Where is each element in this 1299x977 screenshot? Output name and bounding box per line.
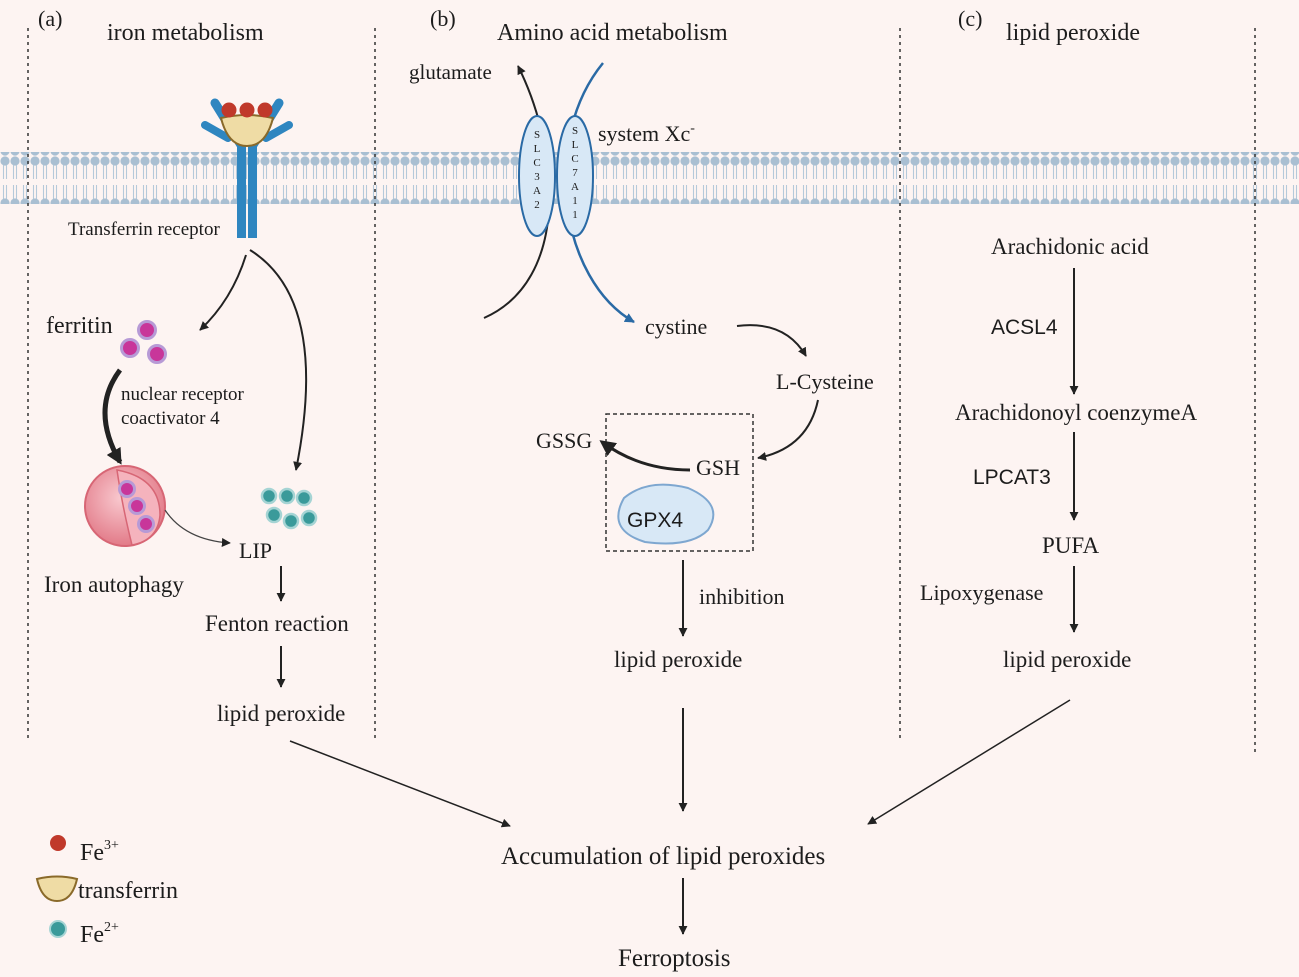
svg-text:2: 2 [534,199,540,211]
labile-iron-pool-icon [260,487,318,530]
gsh-label: GSH [696,455,740,480]
cystine-label: cystine [645,314,707,339]
lipoxygenase-label: Lipoxygenase [920,580,1043,605]
l-cysteine-label: L-Cysteine [776,369,874,394]
arachidonic-acid-label: Arachidonic acid [991,234,1149,259]
svg-text:3: 3 [534,171,540,183]
panel-dividers [27,28,1256,755]
inhibition-label: inhibition [699,584,785,609]
arachidonoyl-coa-label: Arachidonoyl coenzymeA [955,400,1197,425]
lip-label: LIP [239,538,272,563]
fe3-legend-icon [50,835,66,851]
arrow-iron-to-accumulation [289,740,511,828]
lipid-c-lipid-peroxide-label: lipid peroxide [1003,647,1131,672]
cell-membrane [0,152,1299,204]
ferroptosis-label: Ferroptosis [618,945,731,972]
glutamate-label: glutamate [409,60,492,84]
arrow-receptor-to-ferritin [199,254,247,331]
pufa-label: PUFA [1042,533,1099,558]
svg-text:A: A [571,181,579,193]
slc3a2-transporter-icon: S L C 3 A 2 [518,115,556,237]
svg-text:C: C [533,157,540,169]
ncoa4-label-line2: coactivator 4 [121,408,220,429]
panel-b-title: Amino acid metabolism [497,20,728,46]
transferrin-legend-label: transferrin [78,878,178,904]
acsl4-label: ACSL4 [991,316,1058,339]
ferritin-icon [120,320,167,364]
svg-text:C: C [571,153,578,165]
gpx4-label: GPX4 [627,509,683,532]
ferritin-label: ferritin [46,313,113,339]
svg-text:L: L [534,143,541,155]
lpcat3-label: LPCAT3 [973,466,1051,489]
svg-text:7: 7 [572,167,578,179]
panel-c-letter: (c) [958,6,982,31]
arrow-gsh-to-gssg [599,440,691,472]
fenton-reaction-label: Fenton reaction [205,611,349,636]
fe2-legend-icon [49,920,67,938]
amino-lipid-peroxide-label: lipid peroxide [614,647,742,672]
svg-text:S: S [534,129,540,141]
arrow-receptor-to-lip [249,249,308,471]
transferrin-receptor-label: Transferrin receptor [68,219,220,240]
gpx4-box [605,413,754,552]
svg-text:1: 1 [572,195,578,207]
fe2-legend-label: Fe2+ [80,920,119,948]
arrow-ferritin-to-autophagy [102,368,123,465]
panel-a-title: iron metabolism [107,20,264,46]
system-xc-label: system Xc- [598,121,695,146]
transferrin-legend-icon [35,875,79,903]
svg-text:A: A [533,185,541,197]
fe3-ions-icon [221,102,273,118]
arrow-cystine-to-cysteine [736,324,807,357]
svg-text:S: S [572,125,578,137]
iron-autophagy-label: Iron autophagy [44,572,184,597]
lysosome-icon [84,465,166,547]
svg-text:L: L [572,139,579,151]
iron-lipid-peroxide-label: lipid peroxide [217,701,345,726]
panel-a-letter: (a) [38,6,62,31]
gssg-label: GSSG [536,428,592,453]
panel-c-title: lipid peroxide [1006,20,1140,46]
fe3-legend-label: Fe3+ [80,838,119,866]
arrow-cysteine-to-gsh [757,399,819,461]
legend: Fe3+ transferrin Fe2+ [35,835,178,948]
arrow-autophagy-to-lip [164,509,231,547]
arrow-lipid-to-accumulation [867,699,1071,825]
gpx4-enzyme-icon [617,483,715,545]
slc7a11-transporter-icon: S L C 7 A 1 1 [556,115,594,237]
ncoa4-label-line1: nuclear receptor [121,384,245,405]
accumulation-label: Accumulation of lipid peroxides [501,843,825,870]
panel-b-letter: (b) [430,6,456,31]
svg-text:1: 1 [572,209,578,221]
